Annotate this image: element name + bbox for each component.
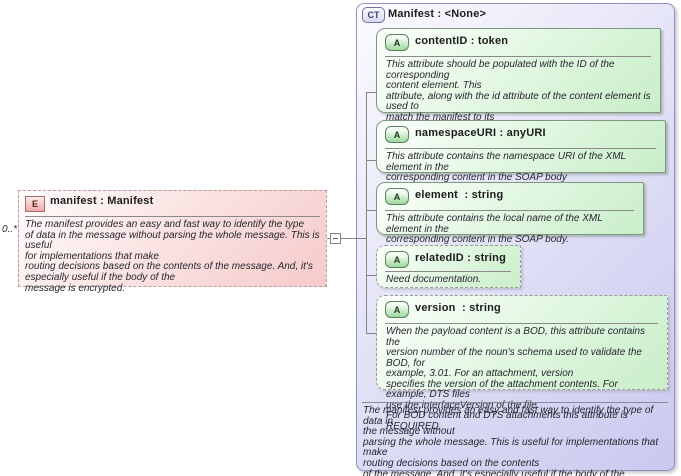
separator (385, 271, 511, 272)
element-box-manifest[interactable] (18, 190, 327, 287)
attribute-doc: This attribute contains the namespace UR… (386, 151, 626, 183)
separator (385, 210, 634, 211)
attribute-title: version : string (415, 302, 501, 314)
attribute-box-element[interactable]: A element : string This attribute contai… (376, 182, 644, 245)
minus-icon (333, 238, 338, 239)
attribute-title: element : string (415, 189, 504, 201)
separator (362, 402, 668, 403)
connector-stub (366, 160, 376, 161)
connector-stub (366, 92, 376, 93)
connector-stub (366, 333, 376, 334)
attribute-box-namespaceURI[interactable]: A namespaceURI : anyURI This attribute c… (376, 120, 666, 183)
collapse-handle[interactable] (330, 233, 341, 244)
connector-line (327, 238, 330, 239)
element-icon: E (25, 196, 45, 212)
complex-type-title: Manifest : <None> (388, 8, 487, 20)
connector-line (341, 238, 366, 239)
attribute-doc: When the payload content is a BOD, this … (386, 326, 646, 432)
separator (385, 56, 651, 57)
element-title: manifest : Manifest (50, 195, 154, 207)
separator (25, 216, 320, 217)
separator (385, 323, 658, 324)
attribute-icon: A (385, 34, 409, 51)
attribute-icon: A (385, 188, 409, 205)
attribute-icon: A (385, 251, 409, 268)
connector-stub (366, 275, 376, 276)
attribute-doc: This attribute should be populated with … (386, 59, 651, 132)
attribute-box-contentID[interactable]: A contentID : token This attribute shoul… (376, 28, 661, 133)
attribute-title: namespaceURI : anyURI (415, 127, 546, 139)
connector-stub (366, 210, 376, 211)
complex-type-icon: CT (362, 7, 385, 23)
multiplicity-label: 0..* (2, 224, 18, 235)
complex-type-doc: The manifest provides an easy and fast w… (363, 405, 659, 476)
attribute-title: relatedID : string (415, 252, 507, 264)
attribute-title: contentID : token (415, 35, 509, 47)
attribute-box-relatedID[interactable]: A relatedID : string Need documentation. (376, 245, 521, 288)
attribute-box-version[interactable]: A version : string When the payload cont… (376, 295, 668, 431)
attribute-icon: A (385, 301, 409, 318)
attribute-icon: A (385, 126, 409, 143)
separator (385, 148, 656, 149)
attribute-doc: Need documentation. (386, 274, 482, 285)
element-doc: The manifest provides an easy and fast w… (25, 219, 320, 294)
attribute-doc: This attribute contains the local name o… (386, 213, 603, 245)
connector-trunk-line (366, 92, 367, 334)
